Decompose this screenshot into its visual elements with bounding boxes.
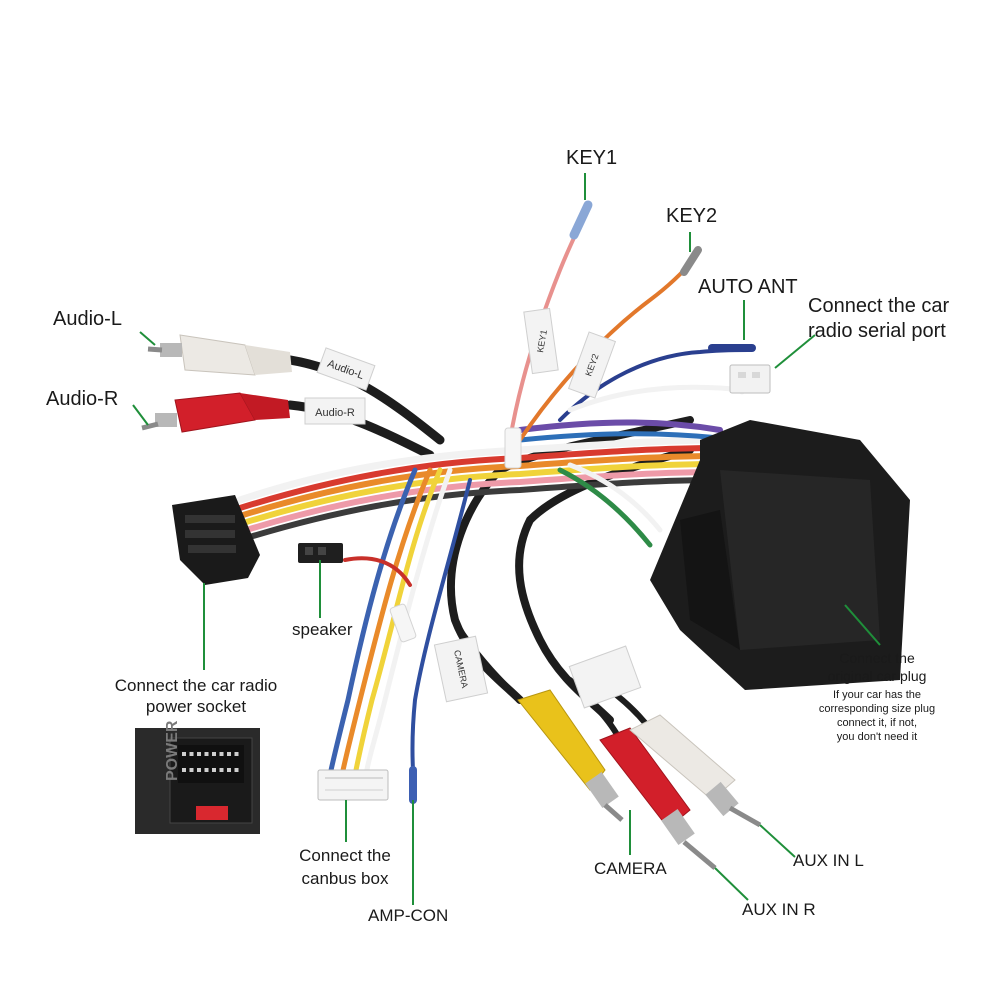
wire-bundle (236, 218, 750, 778)
label-canbus-line2: canbus box (301, 869, 389, 888)
rca-audio-l (147, 334, 292, 376)
socket-pin (182, 768, 186, 772)
label-auto-ant: AUTO ANT (698, 276, 798, 298)
socket-pin (197, 768, 201, 772)
label-audio-r: Audio-R (46, 388, 119, 410)
rca-camera (517, 689, 624, 822)
label-amp-con: AMP-CON (368, 906, 449, 925)
label-original-plug-line2: original car plug (827, 668, 927, 684)
socket-pin (234, 752, 239, 756)
label-key2: KEY2 (666, 205, 718, 227)
socket-pin (189, 768, 194, 772)
label-plug-note4: you don't need it (836, 731, 918, 743)
socket-pin (219, 752, 224, 756)
speaker-connector (298, 543, 343, 563)
label-serial-port-line2: radio serial port (808, 320, 946, 342)
leader-line (759, 824, 796, 858)
tag-key1-text: KEY1 (535, 329, 549, 353)
label-power-socket-line1: Connect the car radio (114, 676, 278, 695)
tie-bands (389, 427, 522, 643)
socket-pin (204, 768, 209, 772)
socket-pin (234, 768, 239, 772)
socket-pin (182, 752, 186, 756)
rca-audio-r (141, 392, 290, 433)
label-plug-note1: If your car has the (832, 689, 922, 701)
label-plug-note2: corresponding size plug (818, 703, 936, 715)
wire-tag-key2: KEY2 (567, 331, 617, 399)
wire-tag-audio-r: Audio-R (304, 397, 366, 425)
label-serial-port-line1: Connect the car (808, 295, 950, 317)
label-audio-l: Audio-L (53, 308, 122, 330)
wire-tag-camera: CAMERA (433, 635, 489, 703)
label-speaker: speaker (292, 620, 353, 639)
socket-pin (227, 768, 231, 772)
label-original-plug-line1: Connect the (839, 650, 915, 666)
leader-line (774, 334, 816, 369)
socket-pin (189, 752, 194, 756)
canbus-connector (317, 769, 389, 801)
original-car-plug (650, 420, 910, 690)
socket-pin (204, 752, 209, 756)
leader-line (139, 331, 156, 346)
leader-line (844, 604, 881, 646)
socket-pin (212, 768, 216, 772)
wire-tips (409, 200, 756, 804)
rca-aux-in-l (629, 714, 762, 828)
tag-audio-r-text: Audio-R (315, 407, 355, 419)
leader-lines (132, 173, 881, 905)
label-canbus-line1: Connect the (299, 846, 391, 865)
wire-tag-audio-l: Audio-L (316, 347, 376, 391)
socket-pin (212, 752, 216, 756)
power-socket-inset: POWER (135, 720, 260, 834)
wire-tag-key1: KEY1 (523, 307, 559, 375)
rca-aux-in-r (599, 727, 717, 870)
wire-tag-aux (568, 645, 642, 709)
socket-pin (219, 768, 224, 772)
label-power-socket-line2: power socket (145, 697, 247, 716)
label-plug-note3: connect it, if not, (836, 717, 918, 729)
socket-pin (227, 752, 231, 756)
label-key1: KEY1 (566, 147, 618, 169)
serial-port-connector (729, 364, 771, 394)
power-socket-connector (172, 495, 260, 585)
leader-line (714, 867, 749, 901)
label-aux-in-r: AUX IN R (742, 900, 816, 919)
label-camera: CAMERA (594, 859, 667, 878)
socket-pin (197, 752, 201, 756)
inset-power-text: POWER (164, 720, 181, 781)
label-aux-in-l: AUX IN L (793, 851, 864, 870)
leader-line (132, 404, 149, 426)
